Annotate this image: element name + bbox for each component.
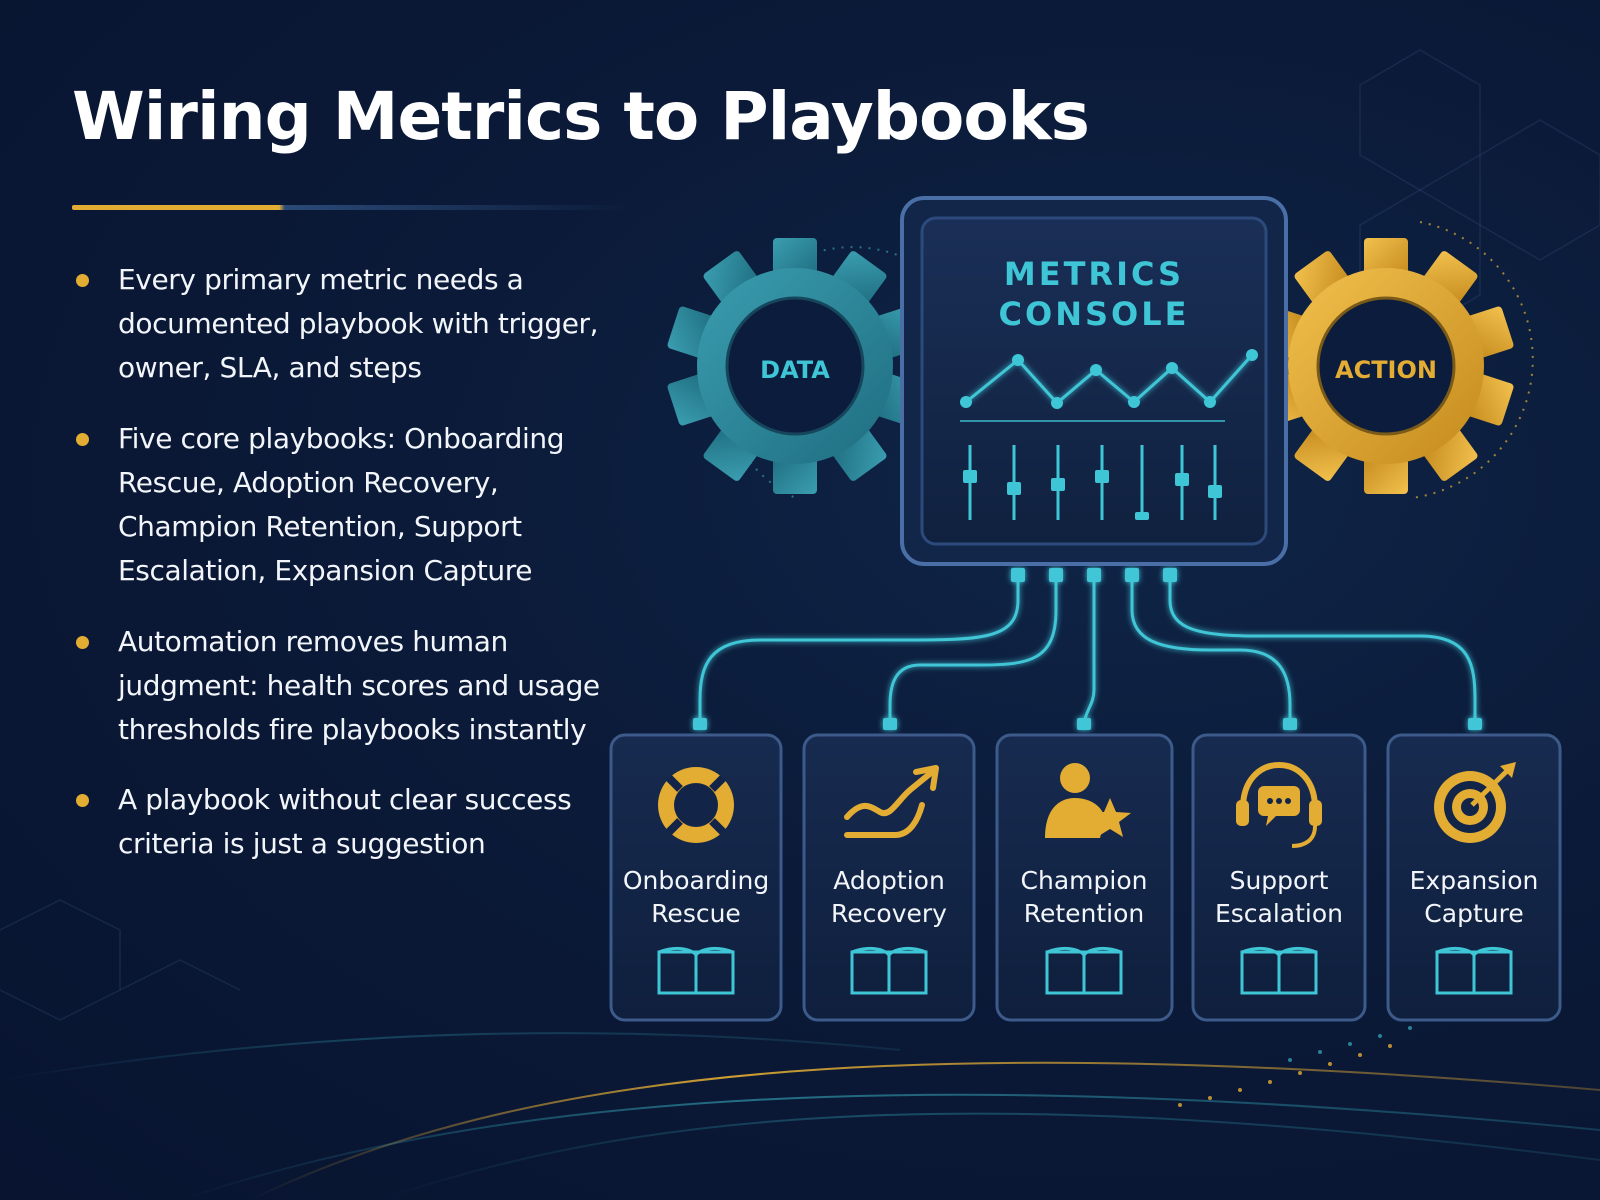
playbook-label-line1: Champion <box>1021 866 1148 895</box>
book-icon <box>1240 946 1318 995</box>
action-gear-label: ACTION <box>1335 356 1437 384</box>
action-gear-icon: ACTION <box>1258 238 1514 494</box>
target-icon <box>1434 762 1516 843</box>
bullet-dot-icon <box>76 636 89 649</box>
bullet-list: Every primary metric needs a documented … <box>72 258 632 866</box>
data-gear-icon: DATA <box>667 238 923 494</box>
playbook-card-support-escalation: Support Escalation <box>1191 733 1367 1022</box>
connection-wires <box>698 578 1477 728</box>
console-line-graph <box>965 354 1254 406</box>
headset-icon <box>1236 761 1322 848</box>
bullet-text: A playbook without clear success criteri… <box>118 783 572 860</box>
playbook-label-line1: Onboarding <box>623 866 769 895</box>
playbook-card-champion-retention: Champion Retention <box>995 733 1174 1022</box>
bullet-dot-icon <box>76 274 89 287</box>
playbook-card-adoption-recovery: Adoption Recovery <box>802 733 976 1022</box>
bullet-item: A playbook without clear success criteri… <box>72 778 632 866</box>
console-slider-knobs <box>963 470 1222 520</box>
playbook-label-line2: Rescue <box>651 899 741 928</box>
title-underline <box>72 205 632 210</box>
bullet-item: Five core playbooks: Onboarding Rescue, … <box>72 417 632 593</box>
book-icon <box>1045 946 1123 995</box>
data-gear-label: DATA <box>760 356 830 384</box>
book-icon <box>850 946 928 995</box>
trend-up-icon <box>844 765 939 838</box>
playbook-label-line2: Retention <box>1024 899 1145 928</box>
bullet-text: Automation removes human judgment: healt… <box>118 625 600 746</box>
bullet-dot-icon <box>76 794 89 807</box>
bullet-text: Five core playbooks: Onboarding Rescue, … <box>118 422 565 587</box>
bullet-item: Automation removes human judgment: healt… <box>72 620 632 752</box>
bullet-text: Every primary metric needs a documented … <box>118 263 599 384</box>
playbook-card-onboarding-rescue: Onboarding Rescue <box>609 733 783 1022</box>
console-title-line2: CONSOLE <box>999 295 1190 333</box>
book-icon <box>1435 946 1513 995</box>
playbook-card-expansion-capture: Expansion Capture <box>1386 733 1562 1022</box>
playbook-label-line2: Capture <box>1424 899 1523 928</box>
bullet-dot-icon <box>76 433 89 446</box>
book-icon <box>657 946 735 995</box>
playbook-label-line1: Expansion <box>1410 866 1539 895</box>
orbit-arc-right <box>1411 221 1534 499</box>
bullet-item: Every primary metric needs a documented … <box>72 258 632 390</box>
page-title: Wiring Metrics to Playbooks <box>72 78 1090 155</box>
playbook-label-line2: Escalation <box>1215 899 1343 928</box>
person-star-icon <box>1045 763 1131 838</box>
lifebuoy-icon <box>658 767 734 843</box>
console-graph-points <box>960 349 1258 409</box>
console-title-line1: METRICS <box>1004 255 1184 293</box>
playbook-label-line2: Recovery <box>831 899 947 928</box>
playbook-label-line1: Support <box>1230 866 1329 895</box>
connector-nodes <box>693 568 1482 730</box>
metrics-console: METRICS CONSOLE <box>900 196 1288 566</box>
playbook-label-line1: Adoption <box>833 866 945 895</box>
